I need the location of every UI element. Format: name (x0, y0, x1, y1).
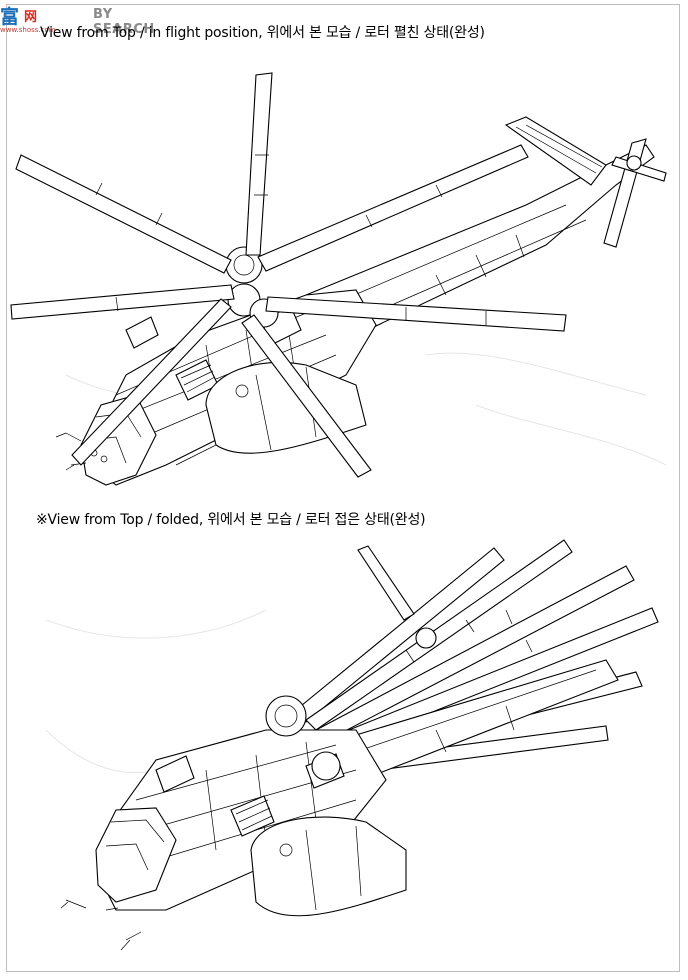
helicopter-rotors-spread-illustration (10, 72, 667, 486)
watermark-url-text: www.shoss.com (0, 26, 56, 34)
watermark-logo-glyph: 富 (0, 6, 19, 28)
helicopter-rotors-folded-illustration (45, 539, 659, 951)
caption-in-flight: View from Top / in flight position, 위에서 … (40, 25, 485, 41)
page-border (6, 4, 680, 972)
watermark-logo: 富 网 BY SEARCH www.shoss.com (0, 0, 160, 37)
watermark-search-text: BY SEARCH (93, 7, 155, 37)
watermark-mid-glyph: 网 (24, 10, 38, 25)
caption-folded: ※View from Top / folded, 위에서 본 모습 / 로터 접… (36, 512, 426, 528)
